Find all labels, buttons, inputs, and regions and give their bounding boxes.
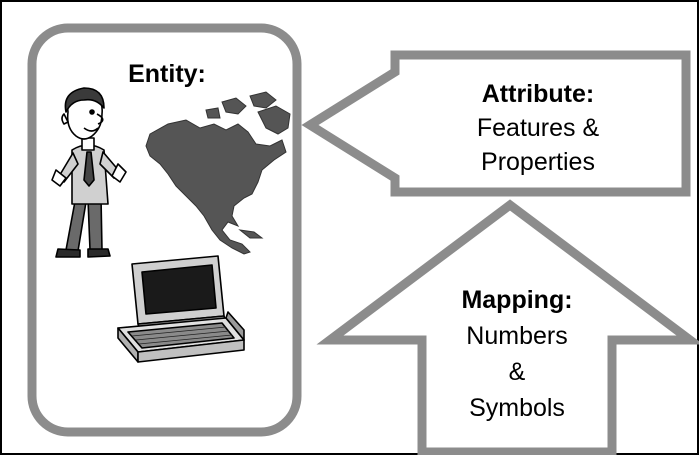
attribute-callout [301, 50, 691, 197]
entity-title: Entity: [128, 60, 206, 88]
mapping-title: Mapping: [461, 286, 573, 314]
mapping-line-3: Symbols [469, 394, 565, 422]
person-clipart-icon [51, 87, 127, 258]
mapping-line-2: & [508, 358, 526, 386]
north-america-map-icon [145, 91, 291, 255]
attribute-line-2: Properties [481, 148, 595, 176]
laptop-computer-icon [117, 255, 245, 363]
attribute-title: Attribute: [481, 80, 595, 108]
attribute-line-1: Features & [476, 114, 600, 142]
mapping-arrow [316, 199, 699, 455]
mapping-line-1: Numbers [466, 322, 568, 350]
